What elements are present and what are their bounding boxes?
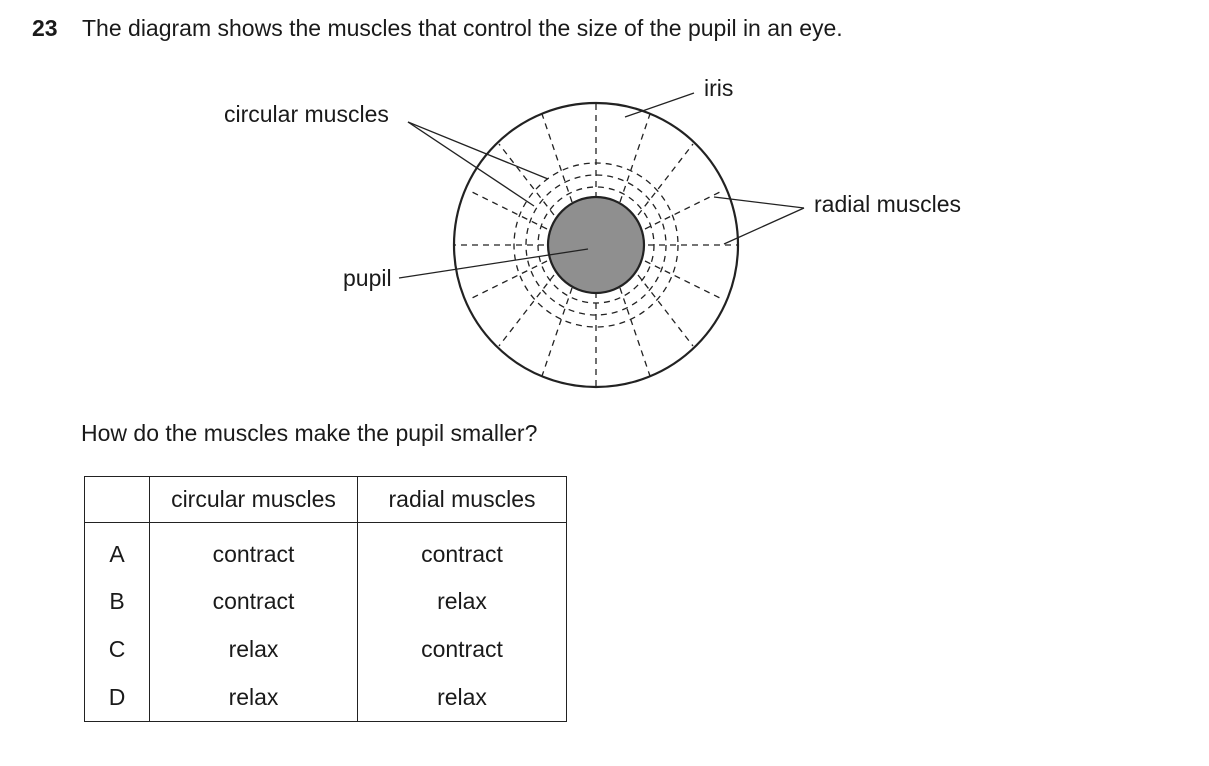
answer-options-table: circular muscles radial muscles A contra… — [84, 476, 567, 722]
iris-outline — [452, 101, 740, 389]
radial-muscles-cell: contract — [357, 522, 567, 577]
iris-leader-line — [624, 92, 695, 118]
option-letter: C — [84, 625, 150, 673]
table-row[interactable]: A contract contract — [84, 522, 567, 577]
question-number: 23 — [32, 15, 58, 41]
radial-muscles-cell: relax — [357, 673, 567, 722]
radial-muscles-cell: contract — [357, 625, 567, 673]
circular-muscles-label: circular muscles — [224, 101, 389, 127]
option-letter: D — [84, 673, 150, 722]
radial-muscles-label: radial muscles — [814, 191, 961, 217]
eye-diagram: iris circular muscles radial muscles pup… — [224, 75, 961, 389]
radial-muscles-leader-line-2 — [723, 207, 805, 245]
circular-muscles-leader-line-2 — [407, 121, 535, 207]
header-radial-muscles: radial muscles — [357, 476, 567, 523]
radial-muscle-lines — [455, 104, 737, 386]
circular-muscle-rings — [513, 162, 679, 328]
header-circular-muscles: circular muscles — [149, 476, 358, 523]
table-row[interactable]: B contract relax — [84, 577, 567, 625]
iris-label: iris — [704, 75, 733, 101]
circular-muscles-leader-line-1 — [407, 121, 549, 180]
header-blank-cell — [84, 476, 150, 523]
table-row[interactable]: D relax relax — [84, 673, 567, 722]
circular-muscles-cell: relax — [149, 625, 358, 673]
pupil-label: pupil — [343, 265, 392, 291]
table-row[interactable]: C relax contract — [84, 625, 567, 673]
circular-muscles-cell: relax — [149, 673, 358, 722]
label-leader-lines — [398, 92, 805, 279]
option-letter: B — [84, 577, 150, 625]
pupil-shape — [546, 195, 646, 295]
radial-muscles-leader-line-1 — [713, 196, 805, 209]
radial-muscles-cell: relax — [357, 577, 567, 625]
circular-muscles-cell: contract — [149, 577, 358, 625]
table-header-row: circular muscles radial muscles — [84, 476, 567, 523]
pupil-leader-line — [398, 248, 589, 279]
question-stem: The diagram shows the muscles that contr… — [82, 15, 843, 41]
question-prompt: How do the muscles make the pupil smalle… — [81, 420, 538, 446]
circular-muscles-cell: contract — [149, 522, 358, 577]
option-letter: A — [84, 522, 150, 577]
